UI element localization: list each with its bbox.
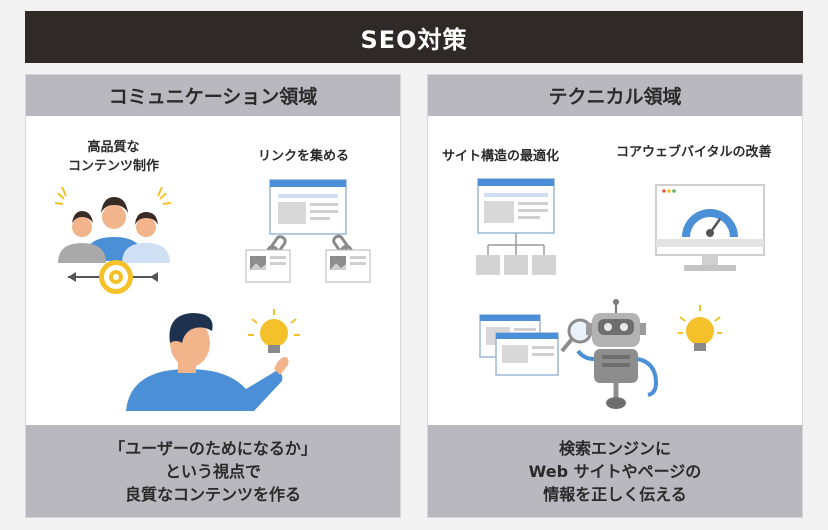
monitor-gauge-icon — [655, 184, 765, 271]
person-idea-icon — [126, 309, 300, 411]
site-structure-caption: サイト構造の最適化 — [442, 149, 560, 164]
communication-heading: コミュニケーション領域 — [26, 75, 400, 116]
content-caption: 高品質な コンテンツ制作 — [68, 140, 160, 174]
magnifier-icon — [560, 318, 593, 353]
technical-heading: テクニカル領域 — [428, 75, 802, 116]
communication-footer: 「ユーザーのためになるか」 という視点で 良質なコンテンツを作る — [26, 425, 400, 517]
core-web-vitals-caption: コアウェブバイタルの改善 — [616, 145, 772, 160]
people-icon — [54, 186, 172, 294]
link-chain-icon — [245, 179, 371, 283]
browser-window-icon — [269, 179, 347, 235]
target-icon — [68, 260, 158, 294]
links-caption: リンクを集める — [258, 149, 350, 164]
robot-icon — [479, 299, 722, 409]
communication-panel: コミュニケーション領域 高品質な コンテンツ制作 リンクを集める — [25, 74, 401, 518]
technical-footer: 検索エンジンに Web サイトやページの 情報を正しく伝える — [428, 425, 802, 517]
page-title: SEO対策 — [25, 11, 803, 63]
technical-panel: テクニカル領域 サイト構造の最適化 コアウェブバイタルの改善 — [427, 74, 803, 518]
sitemap-icon — [476, 178, 556, 275]
lightbulb-icon — [248, 309, 300, 353]
